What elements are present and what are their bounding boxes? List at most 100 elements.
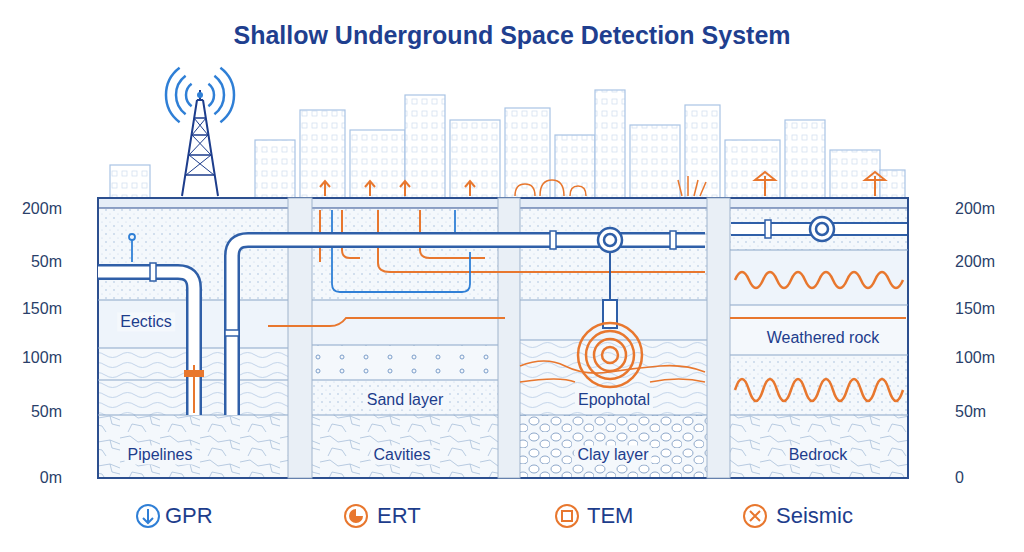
pipeline [232,240,705,415]
tem-probe [602,347,618,363]
seismic-waves [735,272,903,401]
surface-markers [365,181,375,196]
layer-label: Pipelines [125,445,196,464]
signal-waves [214,76,224,114]
layer-label: Sand layer [364,390,447,409]
pipeline [810,217,834,241]
city-skyline [725,140,780,198]
layer-label: Clay layer [574,445,651,464]
city-skyline [450,120,500,198]
depth-label: 100m [22,348,62,367]
strata-second [312,209,498,477]
diagram-title: Shallow Underground Space Detection Syst… [233,20,790,50]
city-skyline [555,135,595,198]
depth-label: 50m [955,402,986,421]
legend-text: TEM [587,503,633,529]
pipeline [98,217,907,415]
strata-panel: EpophotalClay layer [520,198,707,478]
orange-survey-lines [730,317,906,319]
surface-markers [865,172,885,196]
signal-waves [208,84,214,106]
depth-label: 50m [31,252,62,271]
pipeline [816,223,828,235]
strata-left [98,209,288,477]
blue-survey-lines [129,234,135,240]
legend-icon [556,505,578,527]
strata-third [520,300,707,340]
legend-text: GPR [165,503,213,529]
city-skyline [685,105,720,198]
strata-right [730,355,907,415]
pipeline [598,217,834,252]
legend-icon [143,509,153,523]
depth-label: 200m [22,199,62,218]
legend-icon [750,511,760,521]
depth-label: 200m [955,199,995,218]
seismic-waves [735,272,903,288]
depth-label: 150m [22,299,62,318]
city-skyline [785,120,825,198]
strata-second [312,345,498,380]
city-skyline [300,110,345,198]
pipeline [98,272,194,415]
pipeline [550,231,556,249]
pipeline [731,222,907,236]
pipeline [150,220,771,336]
blue-survey-lines [131,240,133,262]
city-skyline [630,125,680,198]
strata-second [312,380,498,415]
legend-icon [744,505,766,527]
blue-survey-lines [332,210,470,292]
surface-markers [678,176,706,196]
radio-tower [182,90,218,196]
column-divider [707,198,730,478]
strata-third [520,209,707,300]
pipeline [150,263,156,281]
strata-second [312,209,498,300]
legend-icon [562,511,572,521]
pipeline [604,234,616,246]
strata-third [520,209,707,477]
surface-markers [465,181,475,196]
signal-waves [220,68,234,122]
legend-text: Seismic [776,503,853,529]
depth-label: 200m [955,252,995,271]
signal-waves [176,76,186,114]
radio-tower [186,118,214,175]
layer-label: Epophotal [575,390,653,409]
layer-label: Cavities [371,445,434,464]
legend-icon [345,505,367,527]
seismic-waves [735,379,903,401]
tem-probe [578,252,642,387]
depth-label: 150m [955,299,995,318]
depth-label: 0m [40,468,62,487]
pipeline [598,228,622,252]
tem-probe [594,339,626,371]
legend-icon [137,505,159,527]
depth-label: 50m [31,402,62,421]
city-skyline [110,165,150,198]
depth-label: 0 [955,468,964,487]
radio-tower [186,118,214,175]
strata-right [730,209,907,250]
layer-label: Eectics [117,312,175,331]
strata-third [520,300,707,415]
layer-label: Weathered rock [764,328,883,347]
strata-right [730,250,908,415]
legend-icon [137,505,766,527]
ground-section [98,198,908,478]
surface-markers [755,172,775,196]
radio-tower [197,92,203,98]
strata-right [730,415,907,477]
strata-panel: Weathered rockBedrock [730,198,908,478]
depth-label: 100m [955,348,995,367]
tem-probe [609,252,611,300]
pipeline [184,370,204,377]
surface-markers [515,180,586,196]
city-skyline [595,90,625,198]
strata-panel: EecticsPipelines [98,198,288,478]
tem-probe [578,323,642,387]
strata-second [312,415,498,477]
ground-section [98,198,908,478]
